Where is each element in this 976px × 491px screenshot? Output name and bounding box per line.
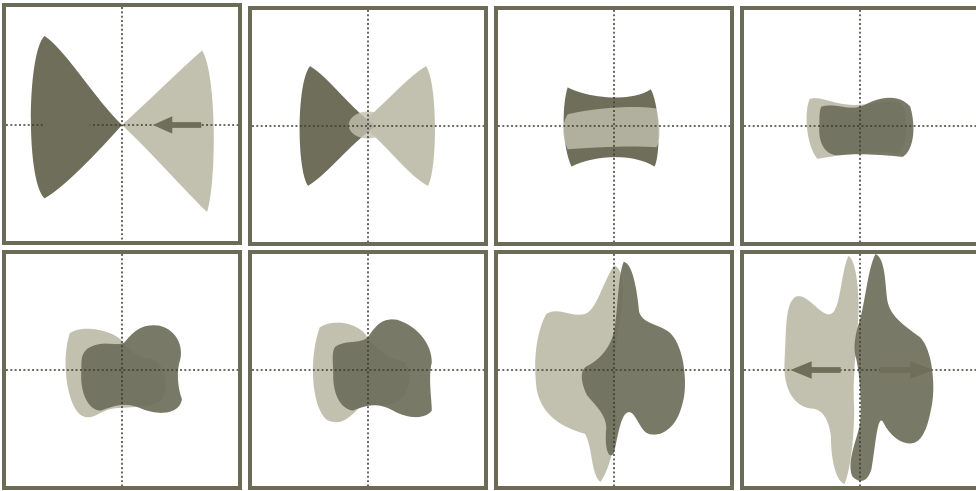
panel-1-diagram (6, 7, 238, 241)
dark-bowtie-shape (31, 36, 122, 198)
panel-4-diagram (744, 10, 976, 242)
dark-merged-shape (819, 98, 913, 157)
panel-8 (740, 250, 976, 490)
panel-3 (494, 6, 734, 246)
panel-2-diagram (252, 10, 484, 242)
panel-6-diagram (252, 254, 484, 486)
panel-5-diagram (6, 254, 238, 486)
panel-3-diagram (498, 10, 730, 242)
panel-7 (494, 250, 734, 490)
panel-1 (2, 3, 242, 245)
light-compressed-shape (563, 107, 659, 149)
panel-8-diagram (744, 254, 976, 486)
panel-4 (740, 6, 976, 246)
panel-5 (2, 250, 242, 490)
panel-6 (248, 250, 488, 490)
panel-2 (248, 6, 488, 246)
panel-7-diagram (498, 254, 730, 486)
